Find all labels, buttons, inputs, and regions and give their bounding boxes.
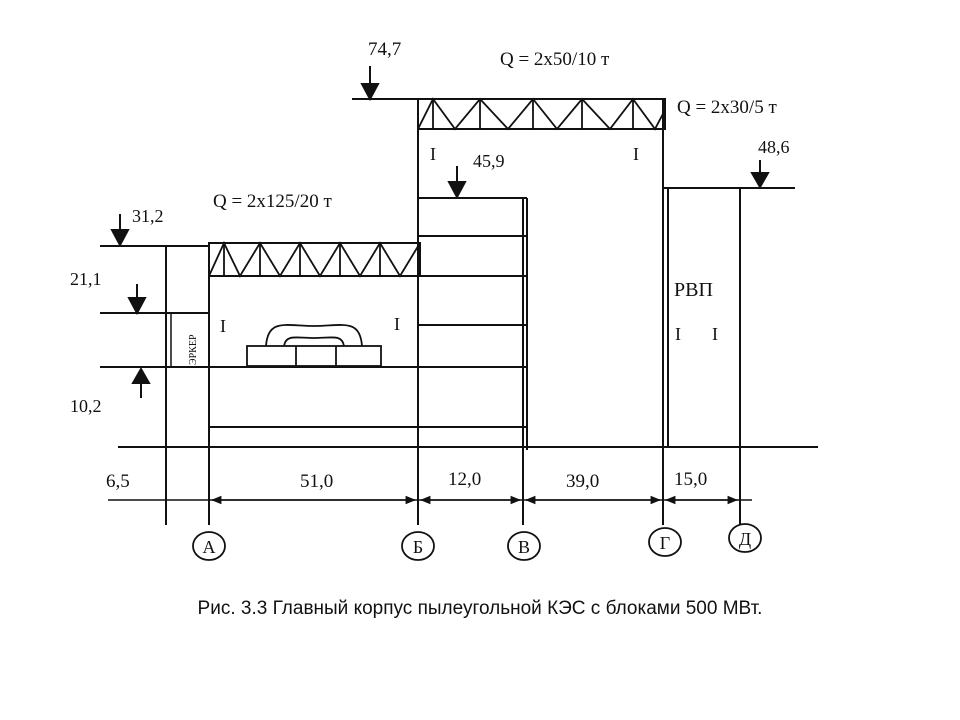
axis-bubble-g <box>648 527 682 557</box>
boiler-truss-frame <box>208 242 421 277</box>
elev-arrow-21 <box>127 297 147 316</box>
elev-arrow-31 <box>110 229 130 248</box>
elev-label-48: 48,6 <box>758 137 790 157</box>
span-label-4: 15,0 <box>674 469 707 490</box>
axis-label-g: Г <box>660 533 670 553</box>
axis-label-b: Б <box>413 537 423 557</box>
elev-label-21: 21,1 <box>70 269 102 289</box>
crane-label-main: Q = 2x50/10 т <box>500 49 610 70</box>
span-label-1: 51,0 <box>300 471 333 492</box>
turbine-unit <box>246 324 382 367</box>
span-label-3: 39,0 <box>566 471 599 492</box>
crane-mark-boiler-left: I <box>220 316 226 336</box>
main-truss-frame <box>417 98 666 130</box>
crane-mark-main-left: I <box>430 144 436 164</box>
main-truss <box>417 97 666 131</box>
elev-label-45: 45,9 <box>473 151 505 171</box>
crane-mark-rvp-left: I <box>675 324 681 344</box>
power-plant-section-drawing: 74,7 Q = 2x50/10 т Q = 2x30/5 т 45,9 48,… <box>70 39 818 561</box>
span-label-2: 12,0 <box>448 469 481 490</box>
elev-arrow-10 <box>131 366 151 384</box>
elev-arrow-74 <box>360 83 380 102</box>
axis-bubble-d <box>728 523 762 553</box>
axis-bubble-a <box>192 531 226 561</box>
crane-mark-boiler-right: I <box>394 314 400 334</box>
elev-arrow-48 <box>750 172 770 190</box>
axis-bubble-b <box>401 531 435 561</box>
axis-label-d: Д <box>739 529 751 549</box>
elev-arrow-45 <box>447 181 467 200</box>
crane-mark-rvp-right: I <box>712 324 718 344</box>
boiler-truss <box>208 240 421 278</box>
axis-label-a: А <box>203 537 216 557</box>
rvp-label: РВП <box>674 279 713 301</box>
elev-label-74: 74,7 <box>368 39 401 60</box>
elev-label-10: 10,2 <box>70 396 102 416</box>
elev-label-31: 31,2 <box>132 206 164 226</box>
crane-label-aux: Q = 2x30/5 т <box>677 97 777 118</box>
crane-mark-main-right: I <box>633 144 639 164</box>
axis-label-v: В <box>518 537 530 557</box>
span-label-0: 6,5 <box>106 471 130 492</box>
erker-label: ЭРКЕР <box>188 334 199 365</box>
figure-caption: Рис. 3.3 Главный корпус пылеугольной КЭС… <box>197 598 763 619</box>
axis-bubble-v <box>507 531 541 561</box>
crane-label-boiler: Q = 2x125/20 т <box>213 191 332 212</box>
